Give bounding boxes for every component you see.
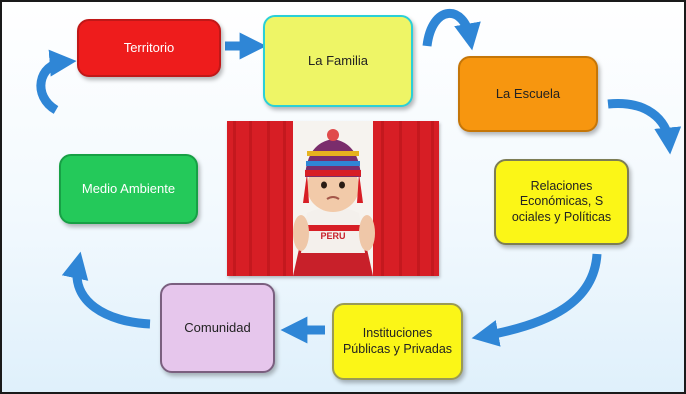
- node-instituciones: Instituciones Públicas y Privadas: [332, 303, 463, 380]
- node-la-familia: La Familia: [263, 15, 413, 107]
- node-territorio: Territorio: [77, 19, 221, 77]
- node-la-escuela-label: La Escuela: [495, 85, 561, 101]
- arrow-ambiente-to-territorio: [36, 49, 77, 114]
- central-photo: PERU: [227, 121, 439, 276]
- arrow-familia-to-escuela: [422, 8, 481, 51]
- node-territorio-label: Territorio: [123, 39, 175, 55]
- node-instituciones-label: Instituciones Públicas y Privadas: [342, 325, 453, 356]
- node-comunidad: Comunidad: [160, 283, 275, 373]
- arrow-relaciones-to-instituciones: [471, 253, 602, 347]
- shirt-text: PERU: [320, 231, 345, 241]
- node-la-familia-label: La Familia: [308, 52, 368, 68]
- node-comunidad-label: Comunidad: [184, 319, 251, 335]
- peru-flag-child-illustration: PERU: [227, 121, 439, 276]
- node-medio-ambiente-label: Medio Ambiente: [81, 180, 176, 196]
- arrow-escuela-to-relaciones: [607, 99, 682, 155]
- node-la-escuela: La Escuela: [458, 56, 598, 132]
- node-relaciones: Relaciones Económicas, S ociales y Polít…: [494, 159, 629, 245]
- arrow-comunidad-to-ambiente: [61, 251, 151, 329]
- node-medio-ambiente: Medio Ambiente: [59, 154, 198, 224]
- node-relaciones-label: Relaciones Económicas, S ociales y Polít…: [511, 178, 612, 224]
